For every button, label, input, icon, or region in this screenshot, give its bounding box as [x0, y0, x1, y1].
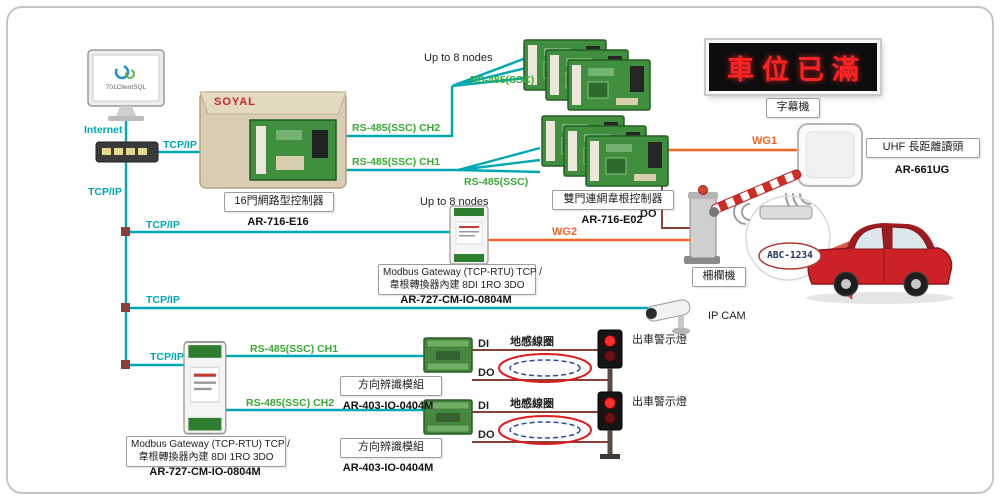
management-pc [87, 49, 165, 121]
loop1-label: 地感線圈 [510, 336, 554, 348]
gateway-top-line2: 韋根轉換器內建 8DI 1RO 3DO [389, 279, 525, 291]
direction-module-1-title: 方向辨識模組 [340, 376, 442, 396]
do2-label: DO [478, 429, 495, 441]
ip-camera [645, 299, 691, 335]
uhf-reader-title: UHF 長距離讀頭 [866, 138, 980, 158]
client-software-label: 701ClientSQL [105, 84, 147, 91]
gateway-bottom-model: AR-727-CM-IO-0804M [149, 466, 261, 478]
wg2-label: WG2 [552, 226, 578, 238]
gateway-top-title: Modbus Gateway (TCP-RTU) TCP / 韋根轉換器內建 8… [378, 264, 542, 295]
wiegand-lines [488, 148, 798, 242]
modbus-gateway-bottom [183, 341, 227, 435]
warning-light-1-label: 出車警示燈 [632, 334, 687, 346]
rs485-ch2-label: RS-485(SSC) CH2 [352, 122, 441, 134]
controller-16-box [199, 91, 347, 189]
dual-controller-title: 雙門連網韋根控制器 [552, 190, 674, 210]
warning-light-2-label: 出車警示燈 [632, 396, 687, 408]
controller-16-model: AR-716-E16 [247, 216, 309, 228]
internet-label: Internet [84, 124, 123, 136]
barrier-label: 柵欄機 [692, 267, 746, 287]
controller-16-title: 16門網路型控制器 [224, 192, 334, 212]
loop2-label: 地感線圈 [510, 398, 554, 410]
tcpip-label-1: TCP/IP [163, 139, 197, 151]
network-switch [95, 141, 159, 163]
up-to-8-nodes-top-label: Up to 8 nodes [424, 52, 493, 64]
rs485-ch1-label: RS-485(SSC) CH1 [352, 156, 441, 168]
soyal-brand-label: SOYAL [214, 96, 256, 108]
direction-module-1-model: AR-403-IO-0404M [342, 400, 434, 412]
ip-cam-label: IP CAM [708, 310, 746, 322]
up-to-8-nodes-mid-label: Up to 8 nodes [420, 196, 489, 208]
direction-module-1 [423, 337, 473, 373]
marquee-label: 字幕機 [766, 98, 820, 118]
car [806, 223, 954, 304]
node-board-stack-top [523, 39, 651, 111]
warning-light-1 [597, 329, 623, 398]
license-plate-text: ABC-1234 [767, 250, 813, 261]
tcpip-label-4: TCP/IP [146, 294, 180, 306]
tcpip-label-3: TCP/IP [146, 219, 180, 231]
direction-module-2-title: 方向辨識模組 [340, 438, 442, 458]
led-sign-text: 車位已滿 [727, 54, 867, 85]
uhf-antenna [797, 123, 863, 187]
rs485-ch1-bottom-label: RS-485(SSC) CH1 [250, 343, 339, 355]
tcpip-label-5: TCP/IP [150, 351, 184, 363]
rs485-ch2-bottom-label: RS-485(SSC) CH2 [246, 397, 335, 409]
induction-loop-2 [498, 415, 592, 445]
junction-nodes [121, 227, 130, 369]
uhf-reader-model: AR-661UG [894, 164, 950, 176]
gateway-bottom-line1: Modbus Gateway (TCP-RTU) TCP / [131, 439, 290, 450]
tcpip-label-2: TCP/IP [88, 186, 122, 198]
wg1-label: WG1 [752, 135, 778, 147]
barrier-gate [684, 169, 802, 264]
di-do-lines [472, 186, 690, 443]
gateway-bottom-line2: 韋根轉換器內建 8DI 1RO 3DO [138, 451, 274, 463]
di1-label: DI [478, 338, 489, 350]
plate-callout [758, 242, 822, 270]
dual-controller-stack [541, 115, 669, 187]
warning-light-2 [597, 391, 623, 460]
rs485-branch-mid-label: RS-485(SSC) [464, 176, 529, 188]
dual-controller-model: AR-716-E02 [581, 214, 643, 226]
rs485-branch-top-label: RS-485(SSC) [470, 74, 535, 86]
led-marquee-sign: 車位已滿 [706, 40, 880, 94]
gateway-bottom-title: Modbus Gateway (TCP-RTU) TCP / 韋根轉換器內建 8… [126, 436, 290, 467]
direction-module-2-model: AR-403-IO-0404M [342, 462, 434, 474]
gateway-top-model: AR-727-CM-IO-0804M [400, 294, 512, 306]
gateway-top-line1: Modbus Gateway (TCP-RTU) TCP / [383, 267, 542, 278]
induction-loop-1 [498, 353, 592, 383]
do-barrier-label: DO [640, 208, 657, 220]
do1-label: DO [478, 367, 495, 379]
modbus-gateway-top [449, 205, 489, 265]
rs485-lines [224, 56, 541, 412]
di2-label: DI [478, 400, 489, 412]
